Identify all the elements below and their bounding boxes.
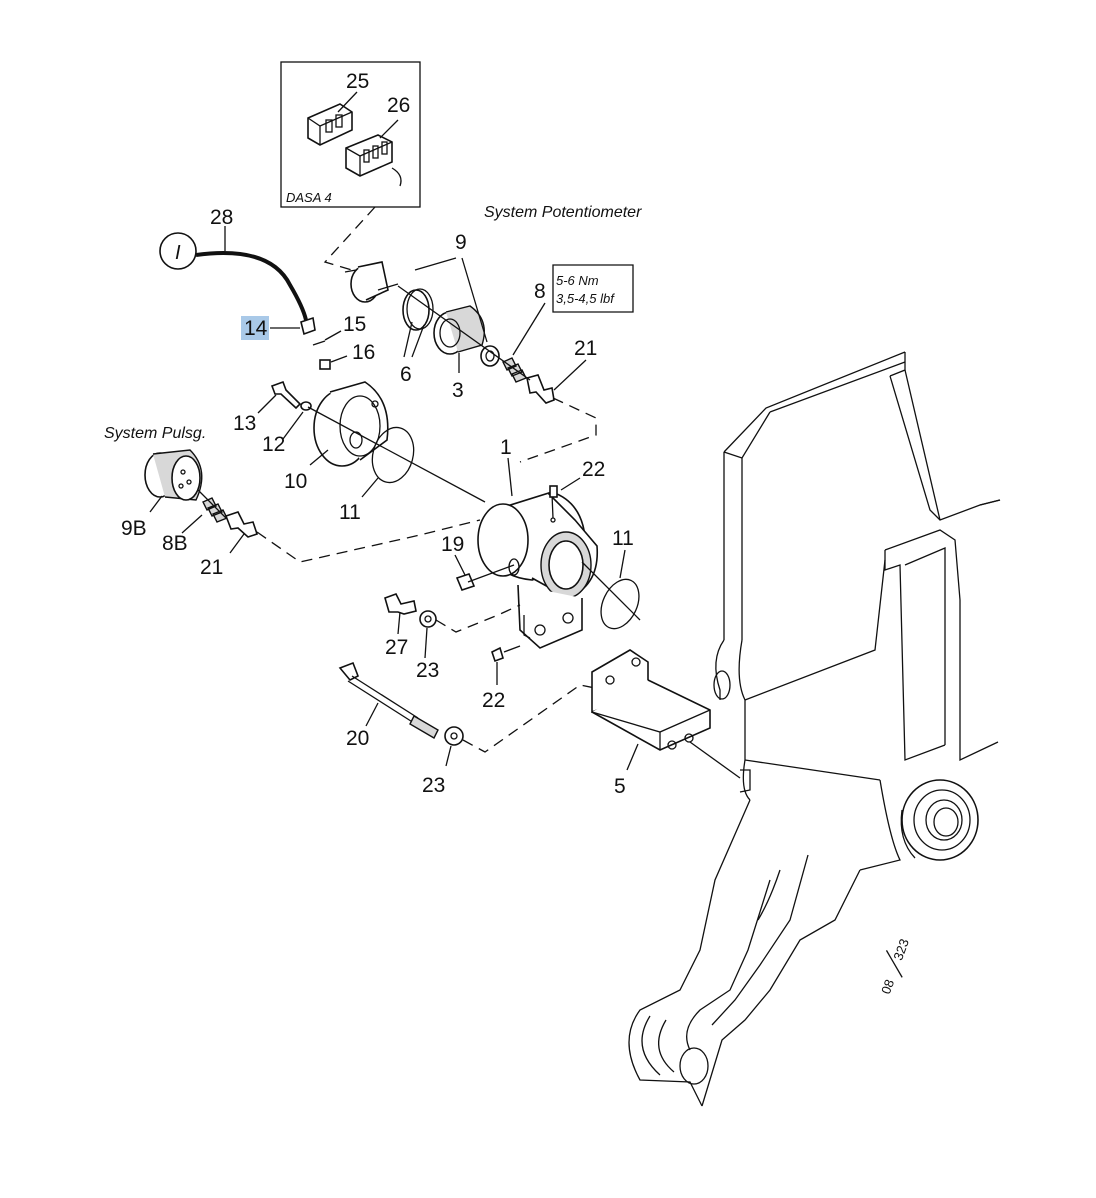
set-screw-22-top[interactable] (549, 485, 558, 498)
drawing-ref-bottom: 323 (890, 937, 912, 963)
bracket-5[interactable] (591, 649, 711, 751)
leader-potentiometer (519, 397, 597, 463)
washer-12[interactable] (300, 401, 312, 411)
drawing-ref-top: 08 (878, 977, 897, 996)
callout-3: 3 (452, 379, 464, 402)
callout-9: 9 (455, 231, 467, 254)
cover-10[interactable] (313, 381, 389, 467)
callout-1: 1 (500, 436, 512, 459)
callout-8: 8 (534, 280, 546, 303)
part-14[interactable] (300, 316, 316, 336)
callout-14-highlight (241, 316, 269, 340)
grease-nipple-19[interactable] (455, 564, 515, 591)
callout-14[interactable]: 14 (244, 317, 268, 340)
torque-line-1: 5-6 Nm (556, 273, 599, 288)
pulse-generator-9b[interactable] (144, 449, 203, 501)
set-screw-22-bottom[interactable] (491, 646, 504, 663)
washer-23-top[interactable] (419, 610, 437, 628)
spring-8b[interactable] (202, 497, 228, 523)
callout-28: 28 (210, 206, 233, 229)
o-ring-11-right[interactable] (594, 573, 647, 634)
inset-caption: DASA 4 (286, 190, 332, 205)
caption-system-potentiometer: System Potentiometer (484, 204, 642, 221)
callout-20: 20 (346, 727, 369, 750)
callout-21-top: 21 (574, 337, 597, 360)
leader-bolt-27 (435, 604, 521, 633)
caption-system-pulsg: System Pulsg. (104, 425, 206, 442)
callout-22-bottom: 22 (482, 689, 505, 712)
potentiometer-9[interactable] (344, 261, 399, 303)
part-16[interactable] (319, 359, 331, 370)
screw-21-top[interactable] (526, 374, 555, 404)
cable-symbol: I (175, 242, 181, 264)
bolt-27[interactable] (384, 593, 417, 615)
bolt-20[interactable] (338, 661, 439, 739)
callout-13: 13 (233, 412, 256, 435)
callout-8b: 8B (162, 532, 188, 555)
cable-28[interactable]: I (159, 232, 308, 321)
callout-11-left: 11 (339, 501, 361, 524)
callout-15: 15 (343, 313, 366, 336)
callout-19: 19 (441, 533, 464, 556)
leader-inset (323, 206, 376, 271)
callout-23-top: 23 (416, 659, 439, 682)
o-ring-11-left[interactable] (366, 423, 419, 487)
callout-11-right: 11 (612, 527, 634, 550)
callout-12: 12 (262, 433, 285, 456)
housing-1[interactable] (477, 491, 599, 649)
callout-21-bottom: 21 (200, 556, 223, 579)
callout-5: 5 (614, 775, 626, 798)
screw-21-bottom[interactable] (224, 511, 259, 538)
part-15[interactable] (312, 340, 326, 346)
drawing-reference: 08 323 (878, 937, 912, 996)
connector-26[interactable] (345, 134, 393, 177)
callout-6: 6 (400, 363, 412, 386)
screw-13[interactable] (270, 380, 302, 410)
machine-frame (628, 351, 1001, 1107)
torque-line-2: 3,5-4,5 lbf (556, 291, 615, 306)
callout-10: 10 (284, 470, 307, 493)
callout-26: 26 (387, 94, 410, 117)
callout-16: 16 (352, 341, 375, 364)
connector-25[interactable] (307, 103, 353, 146)
callout-27: 27 (385, 636, 408, 659)
callout-22-top: 22 (582, 458, 605, 481)
callout-25: 25 (346, 70, 369, 93)
torque-spec: 5-6 Nm 3,5-4,5 lbf (552, 264, 634, 313)
callout-9b: 9B (121, 517, 147, 540)
dasa-inset: 25 26 DASA 4 (280, 61, 421, 208)
callout-23-bottom: 23 (422, 774, 445, 797)
washer-23-bottom[interactable] (444, 726, 464, 746)
ring-6[interactable] (402, 288, 434, 331)
leader-pulsgen (256, 519, 481, 563)
spring-8[interactable] (502, 357, 527, 383)
